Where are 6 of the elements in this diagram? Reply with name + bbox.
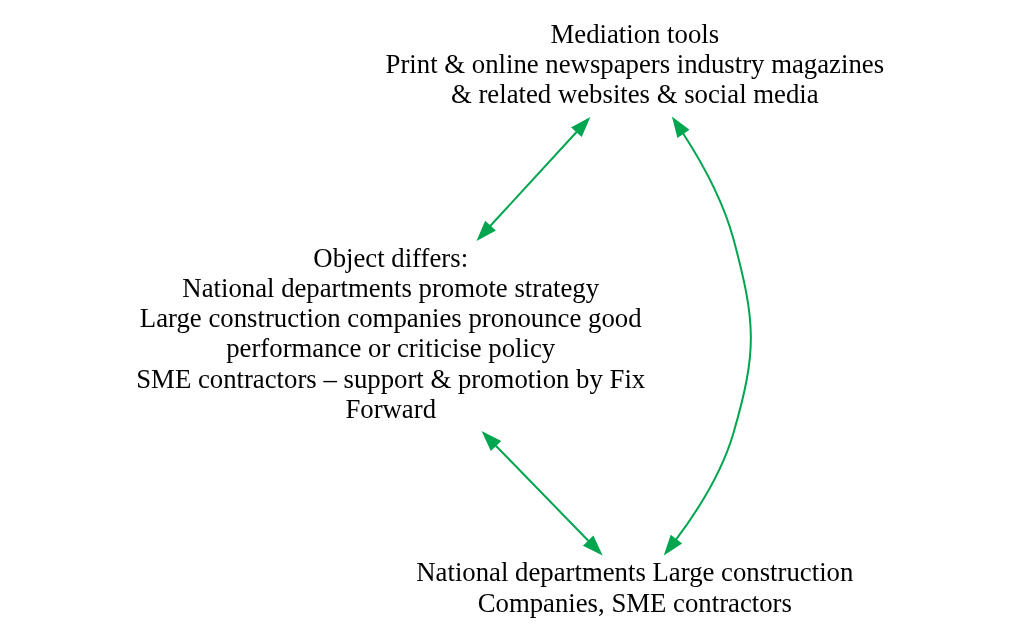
arrow: [481, 431, 603, 556]
node-text: Object differs: National departments promote strategy Large construction companies pronounce good performance or criticise policy SME contractors – support & promotion by Fix Forward: [135, 243, 645, 424]
node-text: Mediation tools Print & online newspapers industry magazines & related websites & social media: [385, 19, 884, 110]
arrow: [476, 116, 590, 241]
arrow: [663, 116, 752, 556]
node-text: National departments Large construction Companies, SME contractors: [415, 557, 853, 618]
